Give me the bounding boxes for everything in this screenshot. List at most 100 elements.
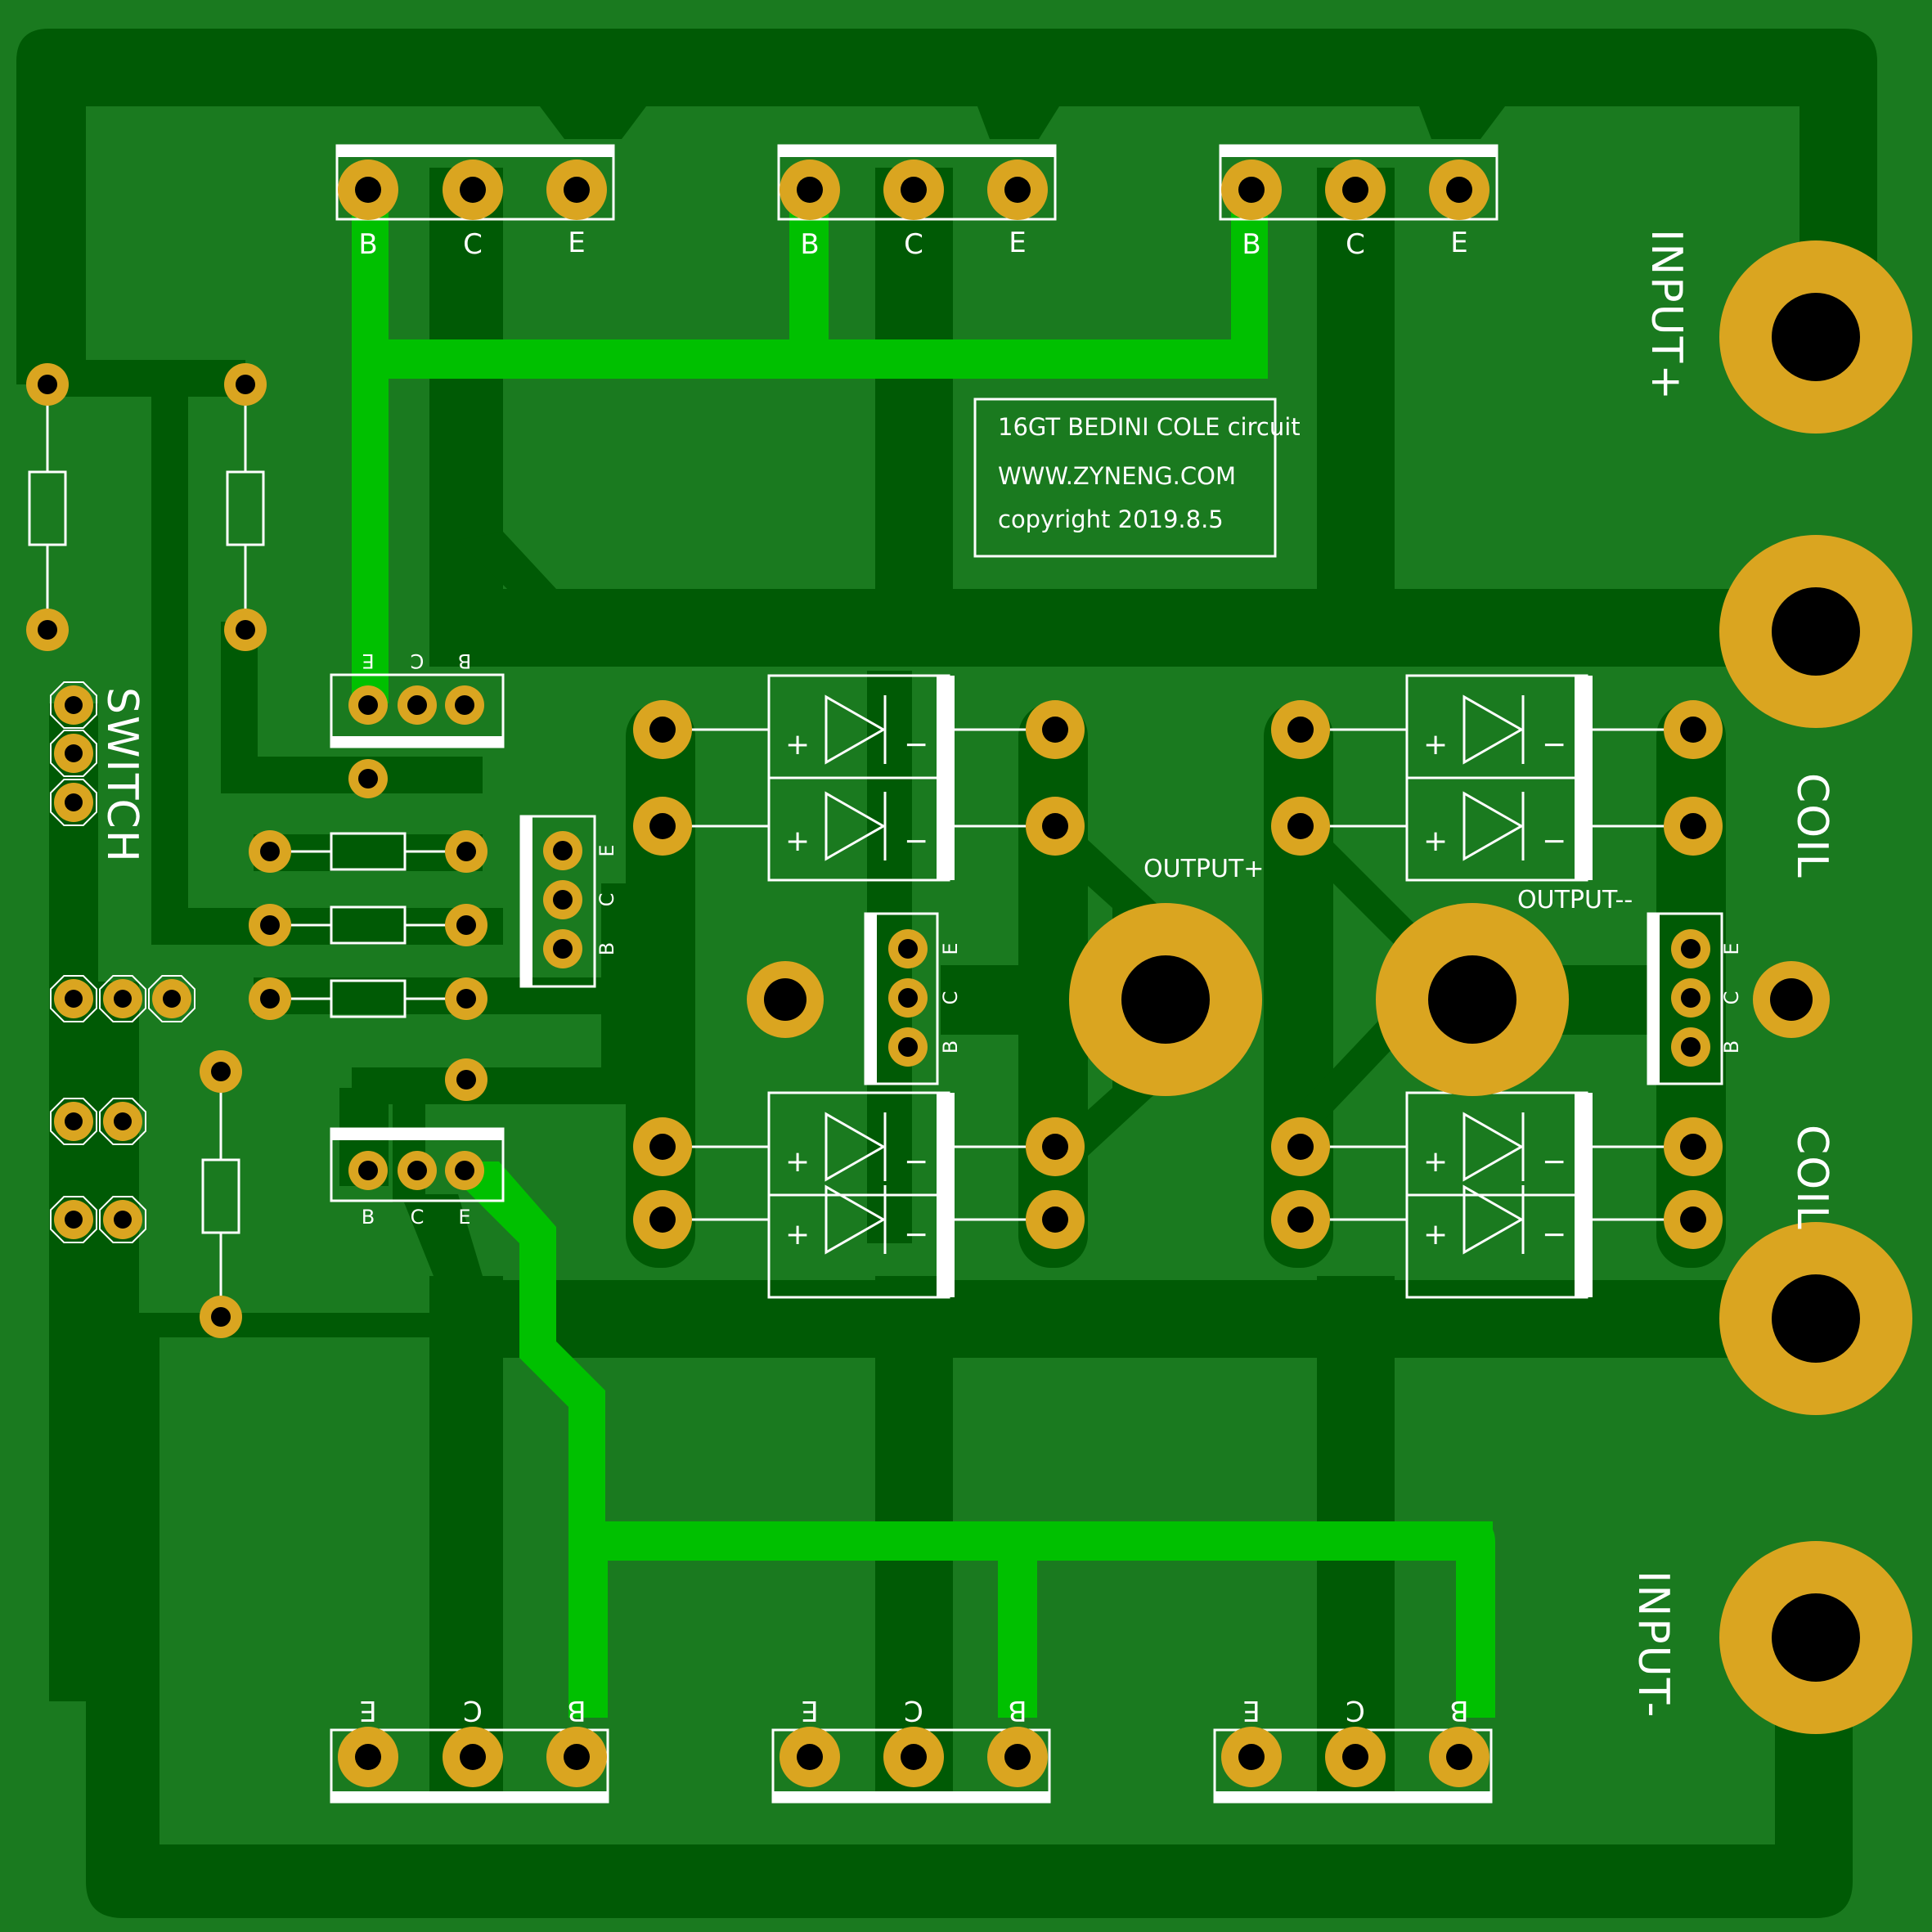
pin-label-13: E — [801, 1694, 818, 1727]
input-minus-label: INPUT- — [1629, 1570, 1678, 1719]
pad-2 — [443, 160, 503, 220]
info-box — [973, 398, 1277, 558]
pin-label-27: B — [595, 942, 618, 955]
diode-minus-mark: − — [1542, 1145, 1566, 1179]
label-layer: 16GT BEDINI COLE circuit WWW.ZYNENG.COM … — [97, 229, 1836, 1719]
pad-46 — [445, 977, 487, 1020]
pad-42 — [445, 830, 487, 873]
pad-24 — [445, 1151, 484, 1190]
silkscreen: +−+−+−+−+−+−+−+− — [28, 144, 1723, 1804]
diode-plus-mark: + — [1423, 1218, 1448, 1251]
pad-4 — [780, 160, 840, 220]
diode-plus-mark: + — [785, 1145, 810, 1179]
pin-label-26: C — [595, 893, 618, 907]
pad-36 — [26, 609, 69, 651]
pin-label-20: C — [411, 649, 425, 672]
diode-d3: +− — [663, 1112, 1055, 1182]
diode-plus-mark: + — [785, 824, 810, 858]
pad-27 — [543, 929, 582, 968]
pad-54 — [50, 1098, 97, 1145]
pad-49 — [50, 730, 97, 777]
pin-label-23: C — [411, 1206, 425, 1229]
pad-41 — [249, 830, 291, 873]
pad-1 — [338, 160, 398, 220]
diode-plus-mark: + — [1423, 824, 1448, 858]
pin-label-19: E — [362, 649, 374, 672]
pad-58 — [633, 700, 692, 759]
pad-55 — [99, 1098, 146, 1145]
pin-label-3: E — [568, 227, 585, 259]
pad-80 — [1069, 903, 1262, 1096]
pin-label-21: B — [458, 649, 471, 672]
pad-68 — [1664, 700, 1723, 759]
pad-60 — [1026, 700, 1085, 759]
pad-62 — [633, 1117, 692, 1176]
switch-label: SWITCH — [97, 687, 146, 864]
pad-5 — [883, 160, 944, 220]
input-plus-label: INPUT+ — [1642, 229, 1691, 402]
pin-label-22: B — [362, 1206, 375, 1229]
pad-19 — [348, 685, 388, 725]
pad-3 — [546, 160, 607, 220]
pin-label-32: C — [1720, 991, 1743, 1005]
pad-12 — [546, 1727, 607, 1787]
pad-48 — [50, 681, 97, 729]
pad-65 — [1026, 1190, 1085, 1249]
diode-minus-mark: − — [1542, 824, 1566, 858]
pad-53 — [148, 975, 195, 1022]
pad-22 — [348, 1151, 388, 1190]
pad-59 — [633, 797, 692, 856]
pad-6 — [987, 160, 1048, 220]
pad-76 — [1719, 240, 1912, 434]
pin-label-7: B — [1242, 228, 1260, 261]
pad-10 — [338, 1727, 398, 1787]
pad-11 — [443, 1727, 503, 1787]
pad-28 — [888, 929, 928, 968]
pad-33 — [1671, 1027, 1710, 1067]
diode-minus-mark: − — [904, 824, 928, 858]
output-plus-label: OUTPUT+ — [1143, 855, 1264, 883]
pad-14 — [883, 1727, 944, 1787]
diode-plus-mark: + — [785, 1218, 810, 1251]
pad-66 — [1271, 700, 1330, 759]
pad-26 — [543, 880, 582, 919]
pin-label-33: B — [1720, 1040, 1743, 1054]
pin-label-5: C — [904, 228, 923, 261]
pad-57 — [99, 1196, 146, 1243]
diode-plus-mark: + — [785, 728, 810, 762]
pad-51 — [50, 975, 97, 1022]
pad-56 — [50, 1196, 97, 1243]
diode-minus-mark: − — [1542, 1218, 1566, 1251]
pin-label-11: C — [463, 1694, 483, 1727]
pin-label-28: E — [939, 942, 962, 955]
pad-17 — [1325, 1727, 1386, 1787]
pad-39 — [200, 1050, 242, 1093]
coil-label-2: COIL — [1787, 1125, 1836, 1231]
pad-79 — [1719, 1541, 1912, 1734]
pad-63 — [633, 1190, 692, 1249]
pin-label-2: C — [463, 228, 483, 261]
pin-label-31: E — [1720, 942, 1743, 955]
output-minus-label: OUTPUT-- — [1517, 886, 1633, 914]
pin-label-14: C — [904, 1694, 923, 1727]
pin-label-9: E — [1450, 227, 1467, 259]
pad-70 — [1271, 1117, 1330, 1176]
diode-minus-mark: − — [904, 728, 928, 762]
pad-77 — [1719, 535, 1912, 728]
diode-plus-mark: + — [1423, 728, 1448, 762]
pad-18 — [1429, 1727, 1489, 1787]
coil-label-1: COIL — [1787, 773, 1836, 879]
pad-40 — [200, 1296, 242, 1338]
pin-label-8: C — [1346, 228, 1365, 261]
note-line-2: WWW.ZYNENG.COM — [998, 462, 1236, 490]
pad-74 — [747, 961, 824, 1038]
pad-73 — [1664, 1190, 1723, 1249]
pad-52 — [99, 975, 146, 1022]
pad-72 — [1664, 1117, 1723, 1176]
pad-67 — [1271, 797, 1330, 856]
pad-13 — [780, 1727, 840, 1787]
pad-20 — [398, 685, 437, 725]
pad-69 — [1664, 797, 1723, 856]
